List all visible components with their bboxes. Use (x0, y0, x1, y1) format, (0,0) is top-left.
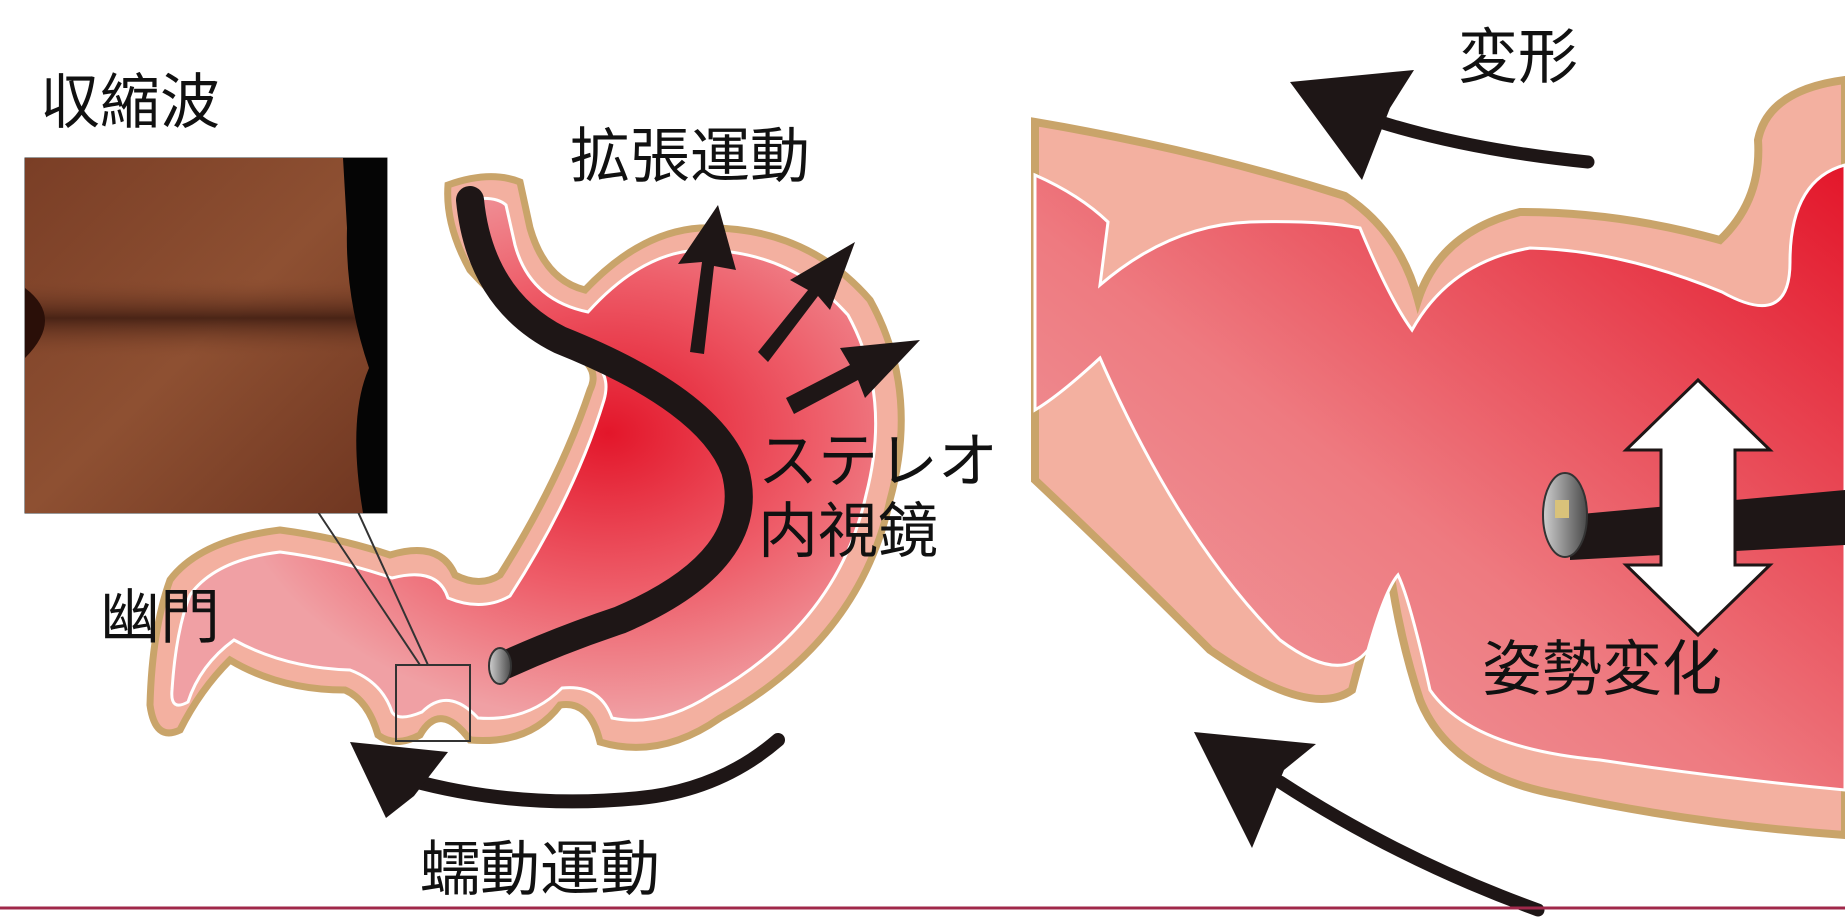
posture-change-label: 姿勢変化 (1482, 640, 1722, 700)
contraction-wave-label: 収縮波 (40, 73, 220, 133)
deformation-label: 変形 (1458, 28, 1578, 88)
stereo-endoscope-label-line1: ステレオ (758, 432, 998, 492)
pylorus-label: 幽門 (100, 588, 220, 648)
stereo-endoscope-label-line2: 内視鏡 (758, 502, 938, 562)
endoscope-tip-left (489, 648, 511, 684)
endoscopic-image (25, 158, 387, 513)
contraction-wave-photo (25, 158, 387, 513)
peristalsis-label: 蠕動運動 (420, 840, 660, 900)
dilation-motion-label: 拡張運動 (570, 127, 810, 187)
peristalsis-arrow (350, 740, 778, 818)
endoscope-tip-right (1543, 473, 1587, 557)
